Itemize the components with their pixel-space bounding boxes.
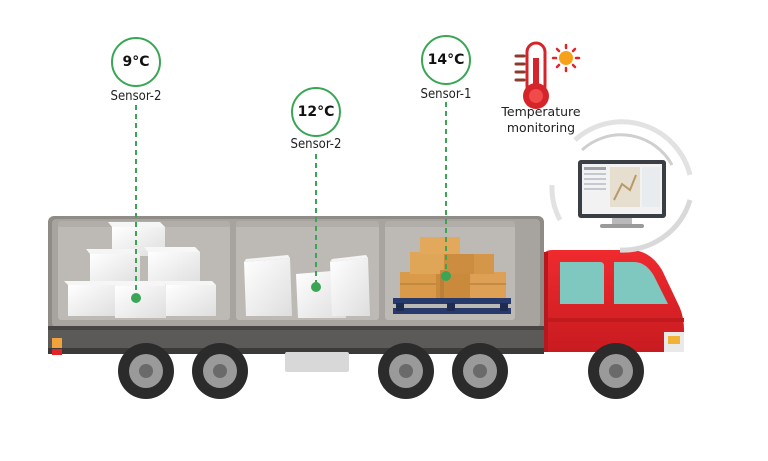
sensor-dot-3 <box>441 271 451 281</box>
wheels <box>118 343 644 399</box>
sensor-label-2: Sensor-2 <box>290 137 342 152</box>
sensor-temperature-3: 14°C <box>427 52 465 68</box>
wheel <box>588 343 644 399</box>
sensor-label-1: Sensor-2 <box>110 89 162 104</box>
monitor-icon <box>549 119 693 253</box>
thermometer-icon <box>514 41 549 109</box>
sun-icon <box>551 43 581 73</box>
sensor-temperature-1: 9°C <box>122 54 150 70</box>
truck-cab <box>544 250 684 352</box>
white-boxes-stack <box>64 222 216 318</box>
wheel <box>378 343 434 399</box>
sensor-badge-3: 14°C <box>421 35 471 85</box>
white-bags-stack <box>244 255 370 318</box>
temperature-monitoring-caption: Temperature monitoring <box>486 104 596 136</box>
sensor-dot-2 <box>311 282 321 292</box>
sensor-connectors <box>131 102 451 303</box>
cardboard-boxes-on-pallet <box>393 237 511 314</box>
sensor-label-3: Sensor-1 <box>420 87 472 102</box>
sensor-dot-1 <box>131 293 141 303</box>
sensor-temperature-2: 12°C <box>297 104 335 120</box>
wheel <box>192 343 248 399</box>
wheel <box>452 343 508 399</box>
wheel <box>118 343 174 399</box>
sensor-badge-2: 12°C <box>291 87 341 137</box>
caption-line-1: Temperature <box>501 104 581 119</box>
caption-line-2: monitoring <box>506 120 576 135</box>
sensor-badge-1: 9°C <box>111 37 161 87</box>
